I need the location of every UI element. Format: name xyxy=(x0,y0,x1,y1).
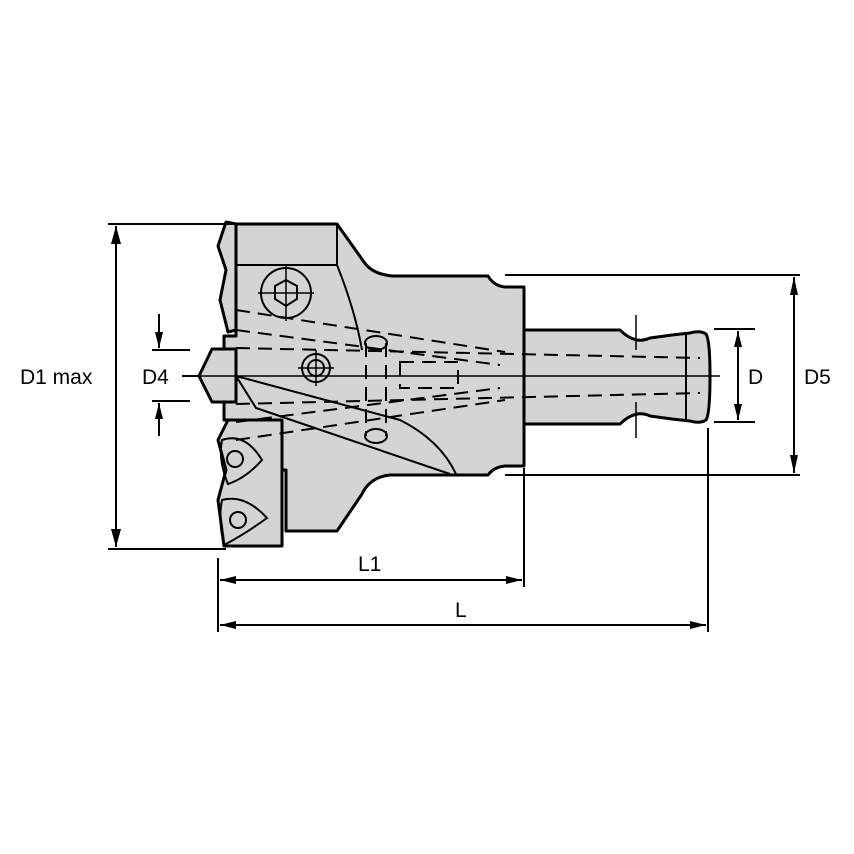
thread-bore xyxy=(399,361,459,389)
d1max-label: D1 max xyxy=(20,366,93,389)
chip-groove xyxy=(235,375,451,475)
cutter-body xyxy=(222,222,526,533)
d4-label: D4 xyxy=(142,366,169,389)
d-label: D xyxy=(748,366,764,389)
l-label: L xyxy=(455,599,467,622)
shank xyxy=(522,328,712,426)
insert-triangle-2 xyxy=(219,497,269,547)
d5-label: D5 xyxy=(804,366,831,389)
hidden-line xyxy=(235,309,506,353)
body-curve xyxy=(336,264,363,351)
insert-triangle-1 xyxy=(219,437,264,486)
insert-screw-2 xyxy=(229,511,247,529)
insert-screw-1 xyxy=(226,450,244,468)
upper-insert xyxy=(216,220,238,334)
l1-label: L1 xyxy=(358,553,382,576)
